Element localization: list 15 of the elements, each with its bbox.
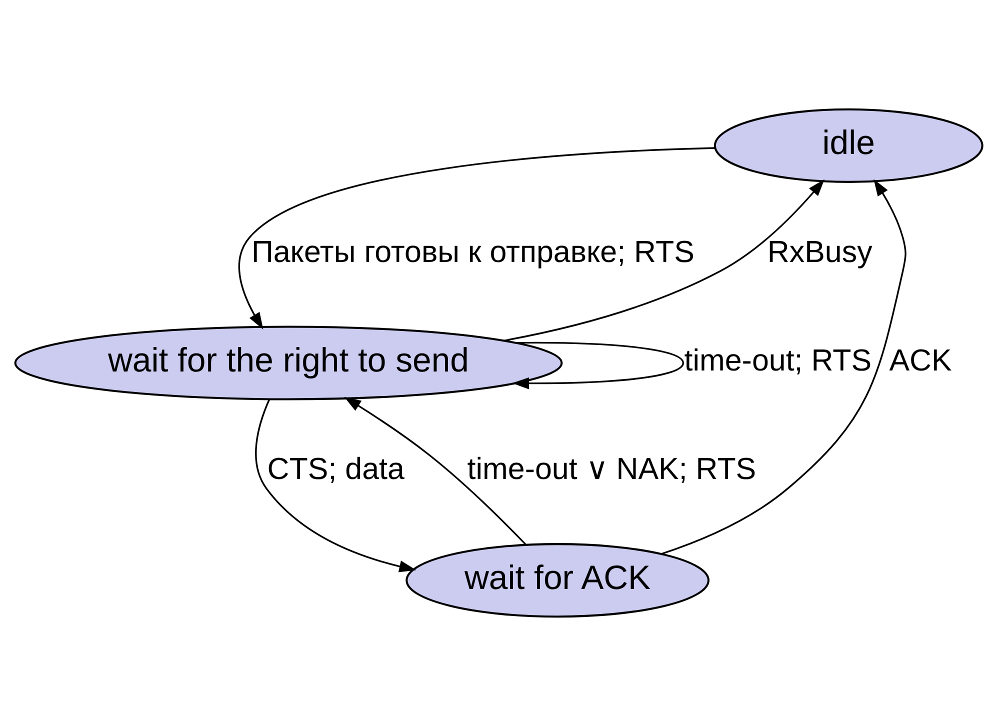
- node-ellipse: wait for ACK: [406, 542, 710, 618]
- arrow: [660, 178, 906, 554]
- edge-label: Пакеты готовы к отправке; RTS: [251, 234, 694, 268]
- node-ellipse: wait for the right to send: [14, 325, 563, 400]
- node-ellipse: idle: [714, 108, 984, 182]
- arrow: [344, 396, 526, 545]
- arrow: [238, 146, 716, 329]
- arrow: [512, 341, 684, 389]
- arrow: [502, 178, 824, 342]
- edge-label: time-out; RTS: [684, 342, 872, 377]
- edge-label: time-out ∨ NAK; RTS: [467, 452, 756, 486]
- arrow: [255, 398, 416, 572]
- edge-label: ACK: [889, 342, 952, 377]
- edge-label: RxBusy: [767, 234, 872, 268]
- edge-label: CTS; data: [267, 452, 404, 486]
